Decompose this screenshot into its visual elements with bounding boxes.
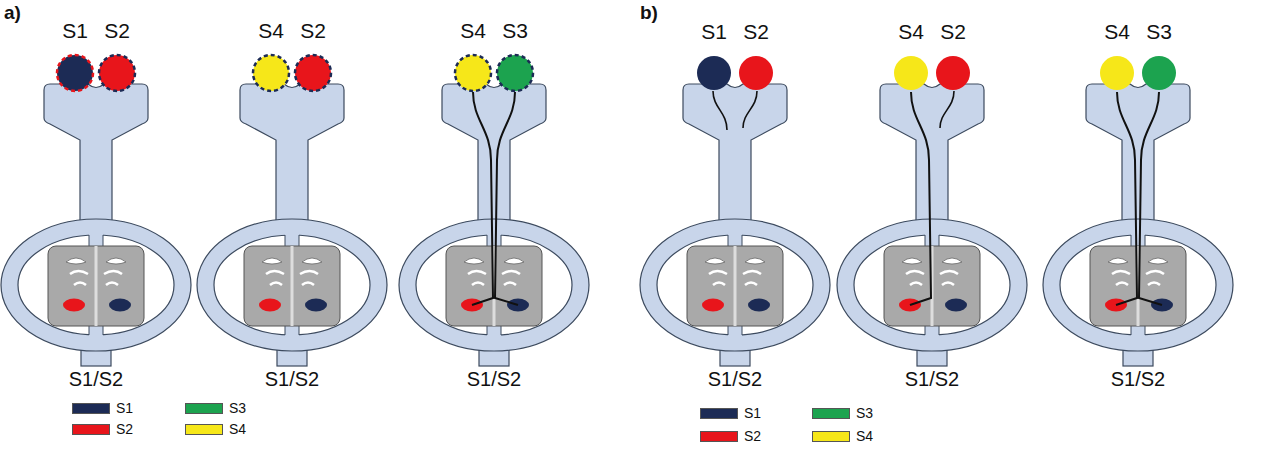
stimulus-node: S1 (696, 55, 732, 91)
stimulus-node: S2 (935, 55, 971, 91)
panel-label: a) (4, 2, 21, 24)
stimulus-circle (98, 54, 136, 92)
stimulus-circle (696, 55, 732, 91)
stimulus-label: S4 (460, 19, 486, 43)
entrance-label: S1/S2 (467, 368, 521, 391)
flow-line (495, 92, 518, 305)
stimulus-node: S2 (98, 54, 136, 92)
legend-text: S2 (744, 428, 761, 444)
stimulus-circle (294, 54, 332, 92)
entrance-label: S1/S2 (708, 368, 762, 391)
entrance-label: S1/S2 (265, 368, 319, 391)
flow-line (1116, 92, 1137, 305)
legend-swatch (185, 424, 223, 435)
stimulus-circle (1099, 55, 1135, 91)
stimulus-label: S4 (258, 19, 284, 43)
legend-swatch (700, 431, 738, 442)
stimulus-label: S4 (898, 20, 924, 44)
legend-text: S4 (856, 428, 873, 444)
stimulus-circle (893, 55, 929, 91)
stimulus-node: S4 (252, 54, 290, 92)
olfactometer (1, 84, 191, 366)
stimulus-node: S1 (56, 54, 94, 92)
legend-swatch (72, 424, 110, 435)
legend-swatch (812, 408, 850, 419)
legend-swatch (700, 408, 738, 419)
flow-line (743, 91, 757, 128)
flow-line (713, 91, 727, 130)
stimulus-node: S3 (1141, 55, 1177, 91)
stimulus-label: S4 (1104, 20, 1130, 44)
legend-entry: S3 (185, 400, 246, 416)
legend-text: S4 (229, 421, 246, 437)
flow-line (1139, 92, 1162, 305)
olfactometer (197, 84, 387, 366)
stimulus-circle (935, 55, 971, 91)
legend-entry: S4 (185, 421, 246, 437)
legend-text: S1 (744, 405, 761, 421)
stimulus-circle (1141, 55, 1177, 91)
flow-line (472, 92, 493, 305)
legend-entry: S3 (812, 405, 873, 421)
stimulus-label: S2 (940, 20, 966, 44)
stimulus-circle (252, 54, 290, 92)
stimulus-circle (454, 54, 492, 92)
stimulus-label: S3 (502, 19, 528, 43)
legend-text: S3 (229, 400, 246, 416)
legend-swatch (185, 403, 223, 414)
legend-entry: S4 (812, 428, 873, 444)
entrance-label: S1/S2 (905, 368, 959, 391)
olfactometer (640, 84, 830, 366)
olfactometer (1043, 84, 1233, 366)
stimulus-node: S2 (294, 54, 332, 92)
legend-text: S3 (856, 405, 873, 421)
legend-text: S1 (116, 400, 133, 416)
entrance-label: S1/S2 (1111, 368, 1165, 391)
olfactometer (837, 84, 1027, 366)
legend-entry: S2 (72, 421, 133, 437)
stimulus-label: S2 (104, 19, 130, 43)
stimulus-circle (738, 55, 774, 91)
stimulus-label: S2 (743, 20, 769, 44)
stimulus-node: S4 (893, 55, 929, 91)
flow-line (940, 91, 954, 128)
olfactometer (399, 84, 589, 366)
legend-entry: S1 (72, 400, 133, 416)
stimulus-circle (496, 54, 534, 92)
stimulus-circle (56, 54, 94, 92)
stimulus-label: S1 (701, 20, 727, 44)
legend-text: S2 (116, 421, 133, 437)
legend-swatch (812, 431, 850, 442)
panel-label: b) (640, 2, 658, 24)
legend-swatch (72, 403, 110, 414)
stimulus-node: S4 (454, 54, 492, 92)
entrance-label: S1/S2 (69, 368, 123, 391)
flow-line (910, 92, 931, 305)
stimulus-label: S3 (1146, 20, 1172, 44)
stimulus-node: S3 (496, 54, 534, 92)
legend-entry: S1 (700, 405, 761, 421)
legend-entry: S2 (700, 428, 761, 444)
stimulus-node: S4 (1099, 55, 1135, 91)
stimulus-label: S2 (300, 19, 326, 43)
stimulus-label: S1 (62, 19, 88, 43)
stimulus-node: S2 (738, 55, 774, 91)
